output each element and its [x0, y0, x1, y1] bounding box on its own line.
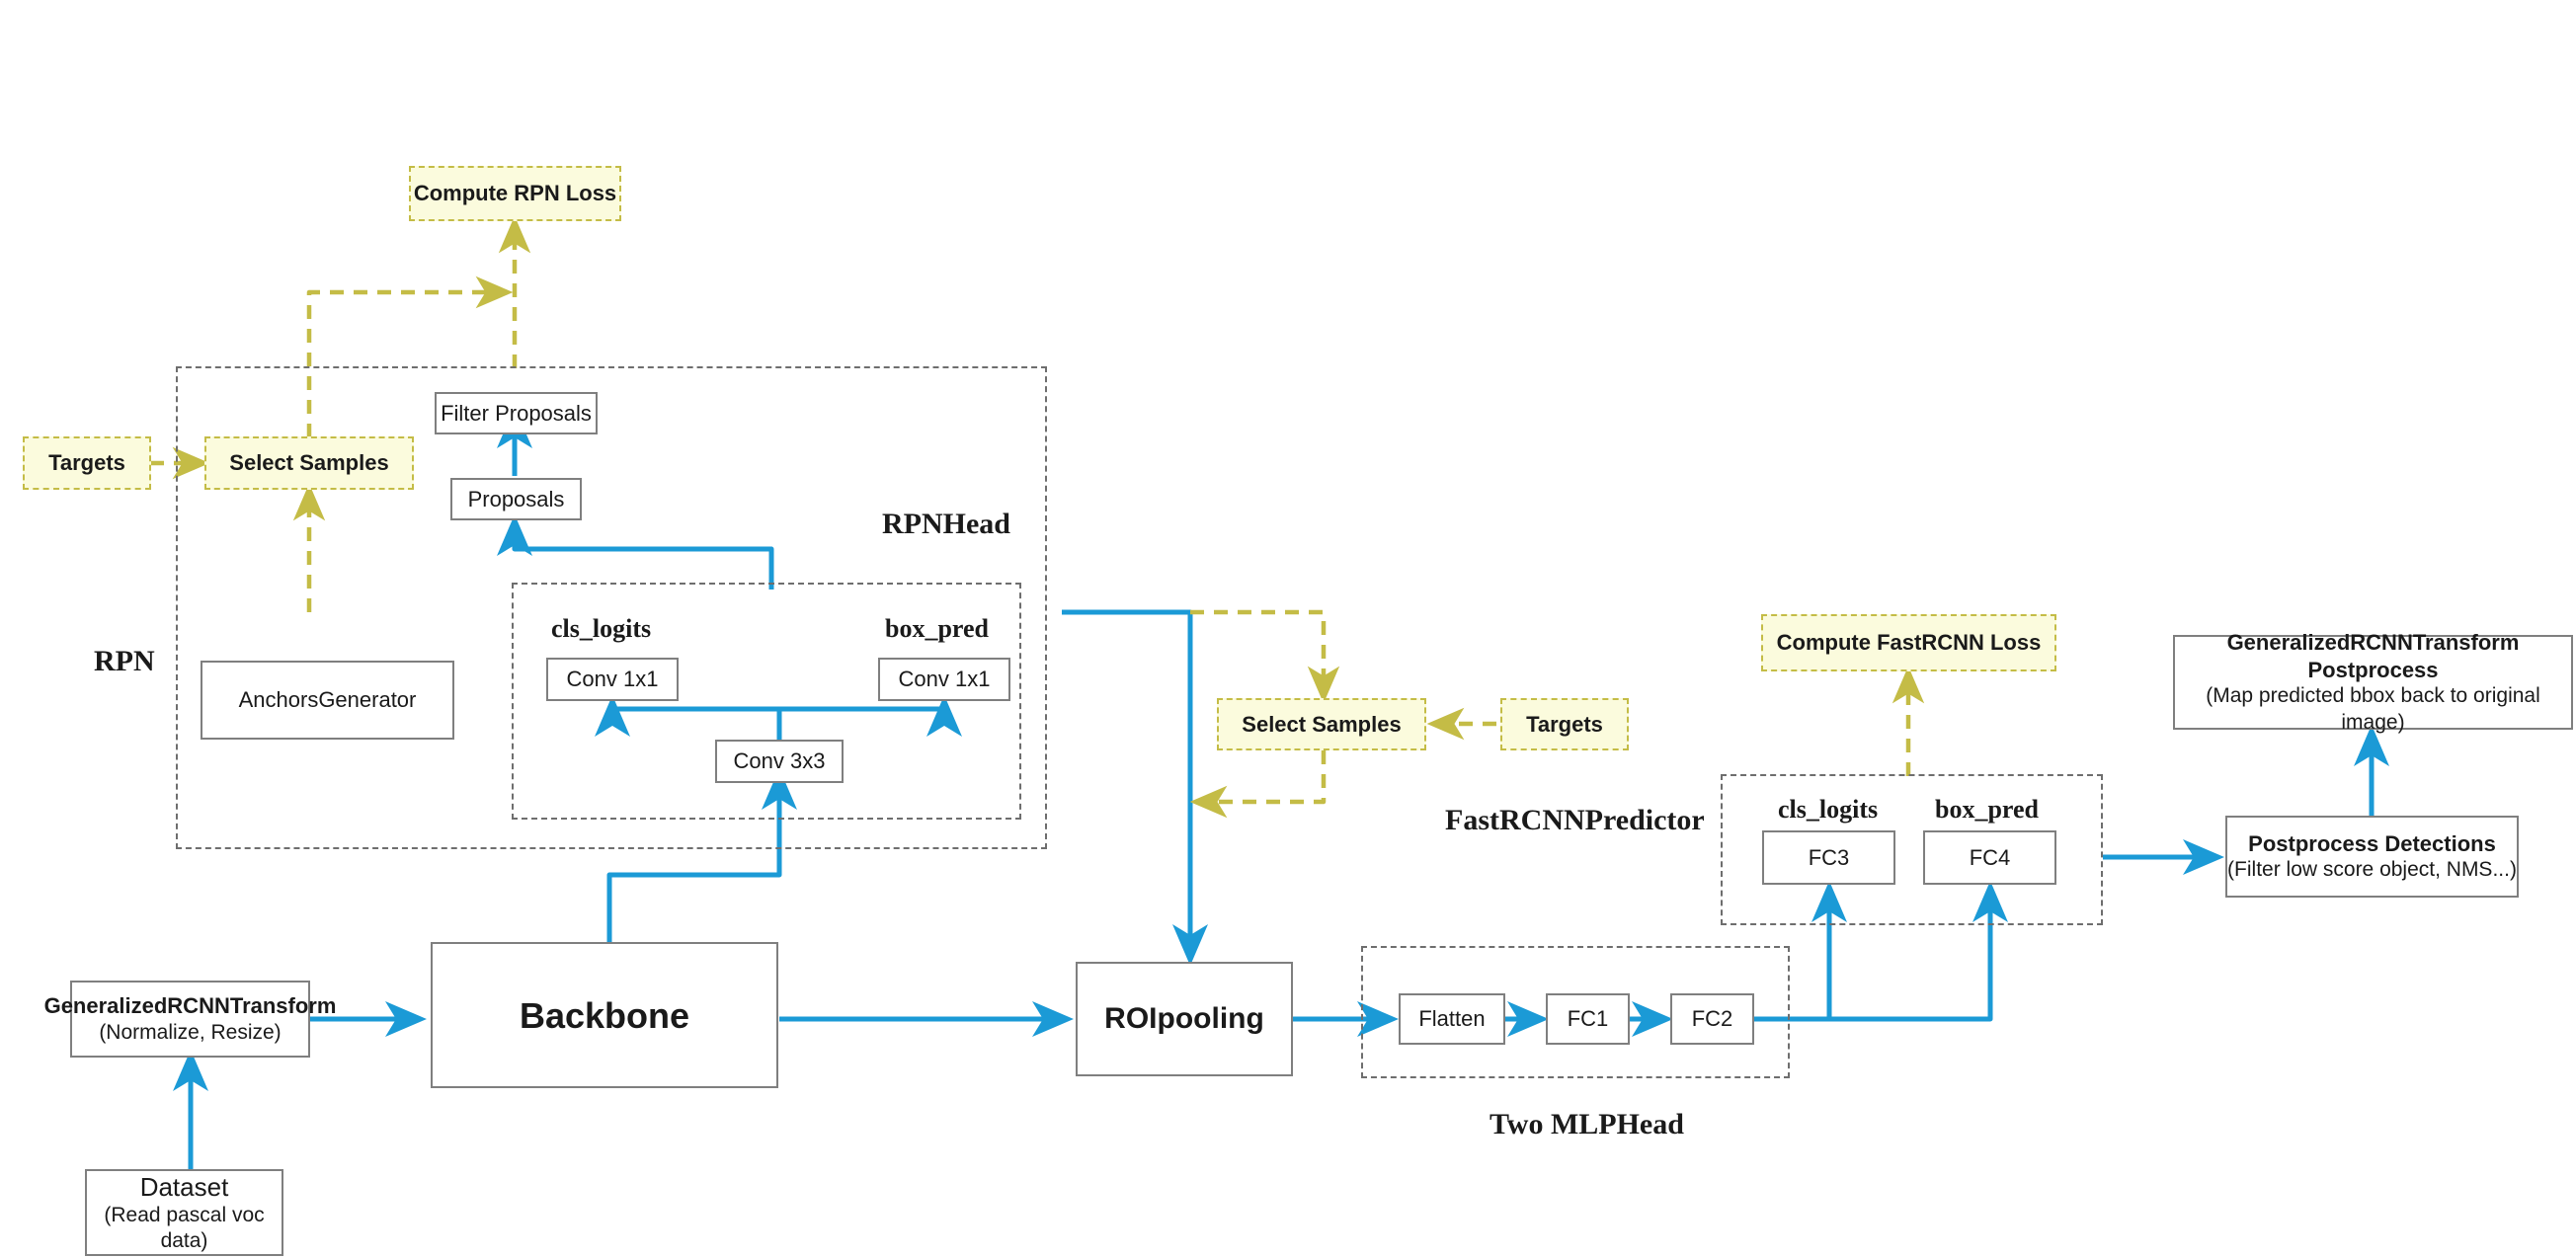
group-label-two-mlphead: Two MLPHead — [1489, 1108, 1684, 1140]
edge-flow-to-select-frc — [1190, 609, 1340, 704]
node-filter-proposals-label: Filter Proposals — [441, 400, 592, 426]
edge-select-rpn-to-loss-trunk — [306, 275, 514, 437]
node-targets-fastrcnn-label: Targets — [1526, 711, 1603, 737]
node-targets-rpn-label: Targets — [48, 450, 125, 476]
node-fc3-label: FC3 — [1808, 844, 1850, 870]
node-generalized-rcnn-transform-out[interactable]: GeneralizedRCNNTransform Postprocess (Ma… — [2173, 630, 2573, 734]
node-dataset-label: Dataset — [139, 1171, 229, 1202]
node-postprocess-detections-sublabel: (Filter low score object, NMS...) — [2227, 858, 2517, 882]
node-targets-rpn[interactable]: Targets — [23, 436, 151, 490]
node-postprocess-detections-label: Postprocess Detections — [2248, 830, 2496, 856]
node-fc2[interactable]: FC2 — [1670, 993, 1754, 1045]
group-rpn — [176, 366, 1047, 849]
node-select-samples-rpn-label: Select Samples — [229, 450, 389, 476]
node-roipooling[interactable]: ROIpooling — [1076, 962, 1293, 1076]
node-proposals-label: Proposals — [467, 486, 565, 511]
label-rpn-box-pred: box_pred — [885, 614, 989, 643]
node-anchors-generator[interactable]: AnchorsGenerator — [201, 661, 454, 740]
node-targets-fastrcnn[interactable]: Targets — [1500, 698, 1629, 750]
node-flatten[interactable]: Flatten — [1399, 993, 1505, 1045]
label-frc-cls-logits: cls_logits — [1778, 795, 1879, 824]
node-fc2-label: FC2 — [1691, 1006, 1733, 1032]
node-transform-in-sublabel: (Normalize, Resize) — [99, 1020, 282, 1044]
group-fastrcnn-predictor — [1721, 774, 2103, 925]
node-filter-proposals[interactable]: Filter Proposals — [435, 392, 598, 434]
node-transform-out-sublabel: (Map predicted bbox back to original ima… — [2206, 684, 2540, 734]
node-compute-fastrcnn-loss-label: Compute FastRCNN Loss — [1776, 630, 2042, 656]
node-conv1x1-box-label: Conv 1x1 — [898, 667, 991, 692]
node-compute-fastrcnn-loss[interactable]: Compute FastRCNN Loss — [1761, 614, 2056, 671]
node-transform-out-label: GeneralizedRCNNTransform Postprocess — [2226, 630, 2520, 682]
edge-fc2-to-fc4 — [1752, 880, 2008, 1022]
node-compute-rpn-loss-label: Compute RPN Loss — [413, 181, 617, 206]
group-two-mlphead — [1361, 946, 1790, 1078]
edge-select-frc-to-flow — [1189, 750, 1327, 819]
node-roipooling-label: ROIpooling — [1104, 1002, 1264, 1036]
edge-rpnhead-to-proposals — [497, 513, 774, 590]
group-rpnhead — [512, 583, 1021, 820]
node-compute-rpn-loss[interactable]: Compute RPN Loss — [409, 166, 621, 221]
node-backbone[interactable]: Backbone — [431, 942, 778, 1088]
node-generalized-rcnn-transform-in[interactable]: GeneralizedRCNNTransform (Normalize, Res… — [44, 981, 336, 1058]
group-label-fastrcnn-predictor: FastRCNNPredictor — [1445, 804, 1705, 836]
node-fc1[interactable]: FC1 — [1546, 993, 1630, 1045]
node-select-samples-rpn[interactable]: Select Samples — [204, 436, 414, 490]
node-select-samples-fastrcnn[interactable]: Select Samples — [1217, 698, 1426, 750]
label-frc-box-pred: box_pred — [1935, 795, 2039, 824]
node-flatten-label: Flatten — [1418, 1006, 1486, 1032]
node-fc4[interactable]: FC4 — [1923, 830, 2056, 885]
node-proposals[interactable]: Proposals — [450, 478, 582, 520]
node-dataset[interactable]: Dataset (Read pascal voc data) — [85, 1169, 283, 1256]
node-postprocess-detections[interactable]: Postprocess Detections (Filter low score… — [2225, 816, 2519, 898]
node-fc3[interactable]: FC3 — [1762, 830, 1895, 885]
node-anchors-generator-label: AnchorsGenerator — [238, 687, 417, 713]
node-conv3x3-label: Conv 3x3 — [733, 748, 826, 774]
node-conv1x1-box[interactable]: Conv 1x1 — [878, 658, 1010, 701]
group-label-rpnhead: RPNHead — [882, 508, 1010, 540]
edge-rpnhead-to-roipooling — [1062, 609, 1208, 967]
edge-backbone-to-conv3x3 — [606, 767, 797, 943]
node-transform-in-label: GeneralizedRCNNTransform — [43, 993, 337, 1019]
node-backbone-label: Backbone — [519, 994, 690, 1036]
node-select-samples-fastrcnn-label: Select Samples — [1242, 711, 1402, 737]
node-fc4-label: FC4 — [1969, 844, 2011, 870]
node-conv1x1-cls-label: Conv 1x1 — [566, 667, 659, 692]
label-rpn-cls-logits: cls_logits — [551, 614, 652, 643]
node-fc1-label: FC1 — [1567, 1006, 1609, 1032]
group-label-rpn: RPN — [94, 645, 155, 677]
edge-conv3x3-to-box — [776, 694, 962, 742]
node-dataset-sublabel: (Read pascal voc data) — [104, 1204, 265, 1253]
node-conv1x1-cls[interactable]: Conv 1x1 — [546, 658, 679, 701]
node-conv3x3[interactable]: Conv 3x3 — [715, 740, 844, 783]
